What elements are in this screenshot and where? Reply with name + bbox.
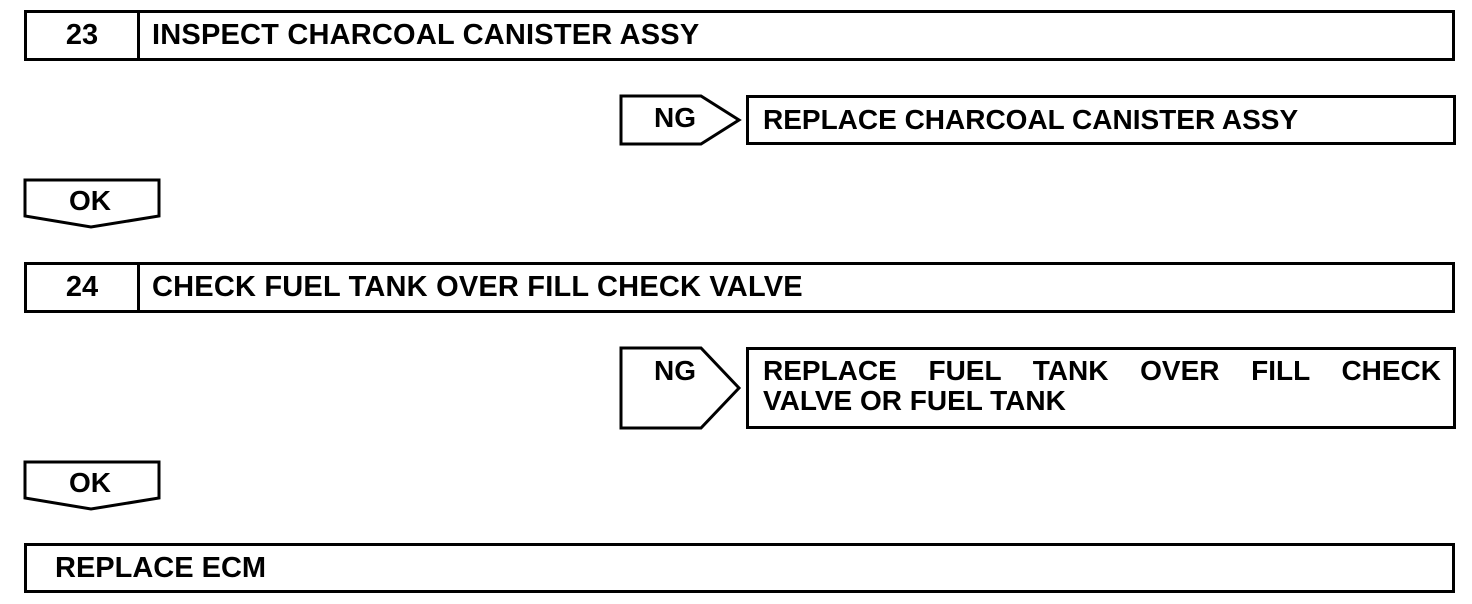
ok-label: OK [69,185,111,216]
final-action-box: REPLACE ECM [24,543,1455,593]
final-action-text: REPLACE ECM [55,551,267,584]
ng-arrow-shape [619,346,742,430]
step-24-box: 24 CHECK FUEL TANK OVER FILL CHECK VALVE [24,262,1455,313]
ok-arrow-shape [23,178,161,229]
ng-arrow-shape [619,94,742,146]
ng-action-box: REPLACE FUEL TANK OVER FILL CHECK VALVE … [746,347,1456,429]
ng-action-text: REPLACE FUEL TANK OVER FILL CHECK VALVE … [749,350,1453,416]
ng-action-line-2: VALVE OR FUEL TANK [763,385,1066,416]
ok-label: OK [69,467,111,498]
step-title: INSPECT CHARCOAL CANISTER ASSY [152,19,700,51]
ng-label: NG [654,355,696,386]
ng-action-box: REPLACE CHARCOAL CANISTER ASSY [746,95,1456,145]
ng-action-text: REPLACE CHARCOAL CANISTER ASSY [763,104,1299,135]
ng-label: NG [654,102,696,133]
step-number: 24 [27,265,140,310]
step-number: 23 [27,13,140,58]
step-title: CHECK FUEL TANK OVER FILL CHECK VALVE [152,271,803,303]
step-23-box: 23 INSPECT CHARCOAL CANISTER ASSY [24,10,1455,61]
ng-action-line-1: REPLACE FUEL TANK OVER FILL CHECK [763,355,1441,386]
ok-arrow-shape [23,460,161,511]
